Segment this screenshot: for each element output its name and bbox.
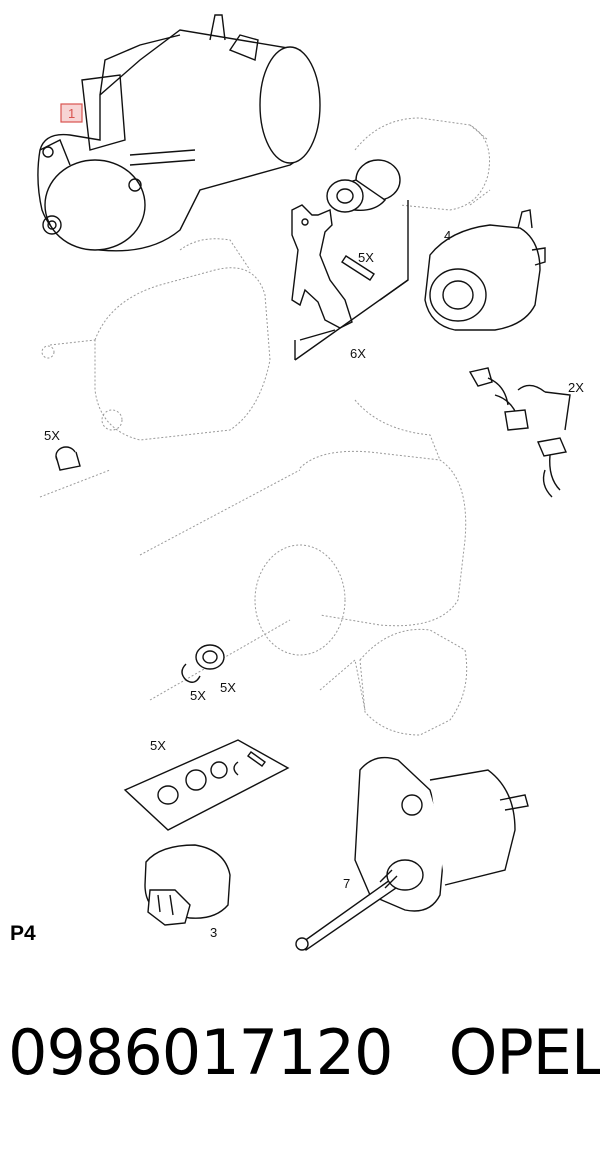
page-code: P4 xyxy=(10,922,36,945)
stop-ring-qty: 5X xyxy=(220,680,236,695)
solenoid-number: 4 xyxy=(444,228,451,243)
bushing-qty: 5X xyxy=(44,428,60,443)
stop-ring xyxy=(195,644,225,670)
fork-pin-qty: 5X xyxy=(358,250,374,265)
brush-bracket xyxy=(544,391,571,431)
armature-shaft-assembly xyxy=(295,756,529,951)
armature-number: 7 xyxy=(343,876,350,891)
repair-kit xyxy=(123,739,290,831)
plunger xyxy=(326,159,401,213)
callout-1-box xyxy=(60,103,83,123)
brush-kit-qty: 2X xyxy=(568,380,584,395)
starter-motor-assembly xyxy=(37,14,321,252)
snap-ring-qty: 5X xyxy=(190,688,206,703)
drive-pinion-number: 3 xyxy=(210,925,217,940)
shift-fork-lever xyxy=(291,204,353,329)
lever-link-ghost xyxy=(354,399,441,461)
exploded-parts-diagram: 1 5X 6X 4 2X xyxy=(37,14,584,951)
drive-end-housing-ghost xyxy=(39,238,271,498)
brand-name: OPEL xyxy=(448,1016,600,1089)
kit-bracket-6x-legs xyxy=(299,279,409,341)
bushing xyxy=(55,446,81,471)
snap-ring xyxy=(181,663,201,683)
frame-housing-ghost xyxy=(139,450,467,701)
brush-holder-set xyxy=(468,367,567,498)
solenoid-cover-ghost xyxy=(354,117,491,211)
part-caption: 0986017120 OPEL xyxy=(8,1022,600,1084)
part-number: 0986017120 xyxy=(8,1016,393,1089)
fork-kit-qty: 6X xyxy=(350,346,366,361)
fork-pin xyxy=(341,255,375,281)
drive-pinion xyxy=(144,844,231,926)
solenoid-switch xyxy=(424,209,546,331)
repair-kit-qty: 5X xyxy=(150,738,166,753)
field-frame-ghost xyxy=(319,628,468,736)
callout-1-label: 1 xyxy=(68,106,75,121)
